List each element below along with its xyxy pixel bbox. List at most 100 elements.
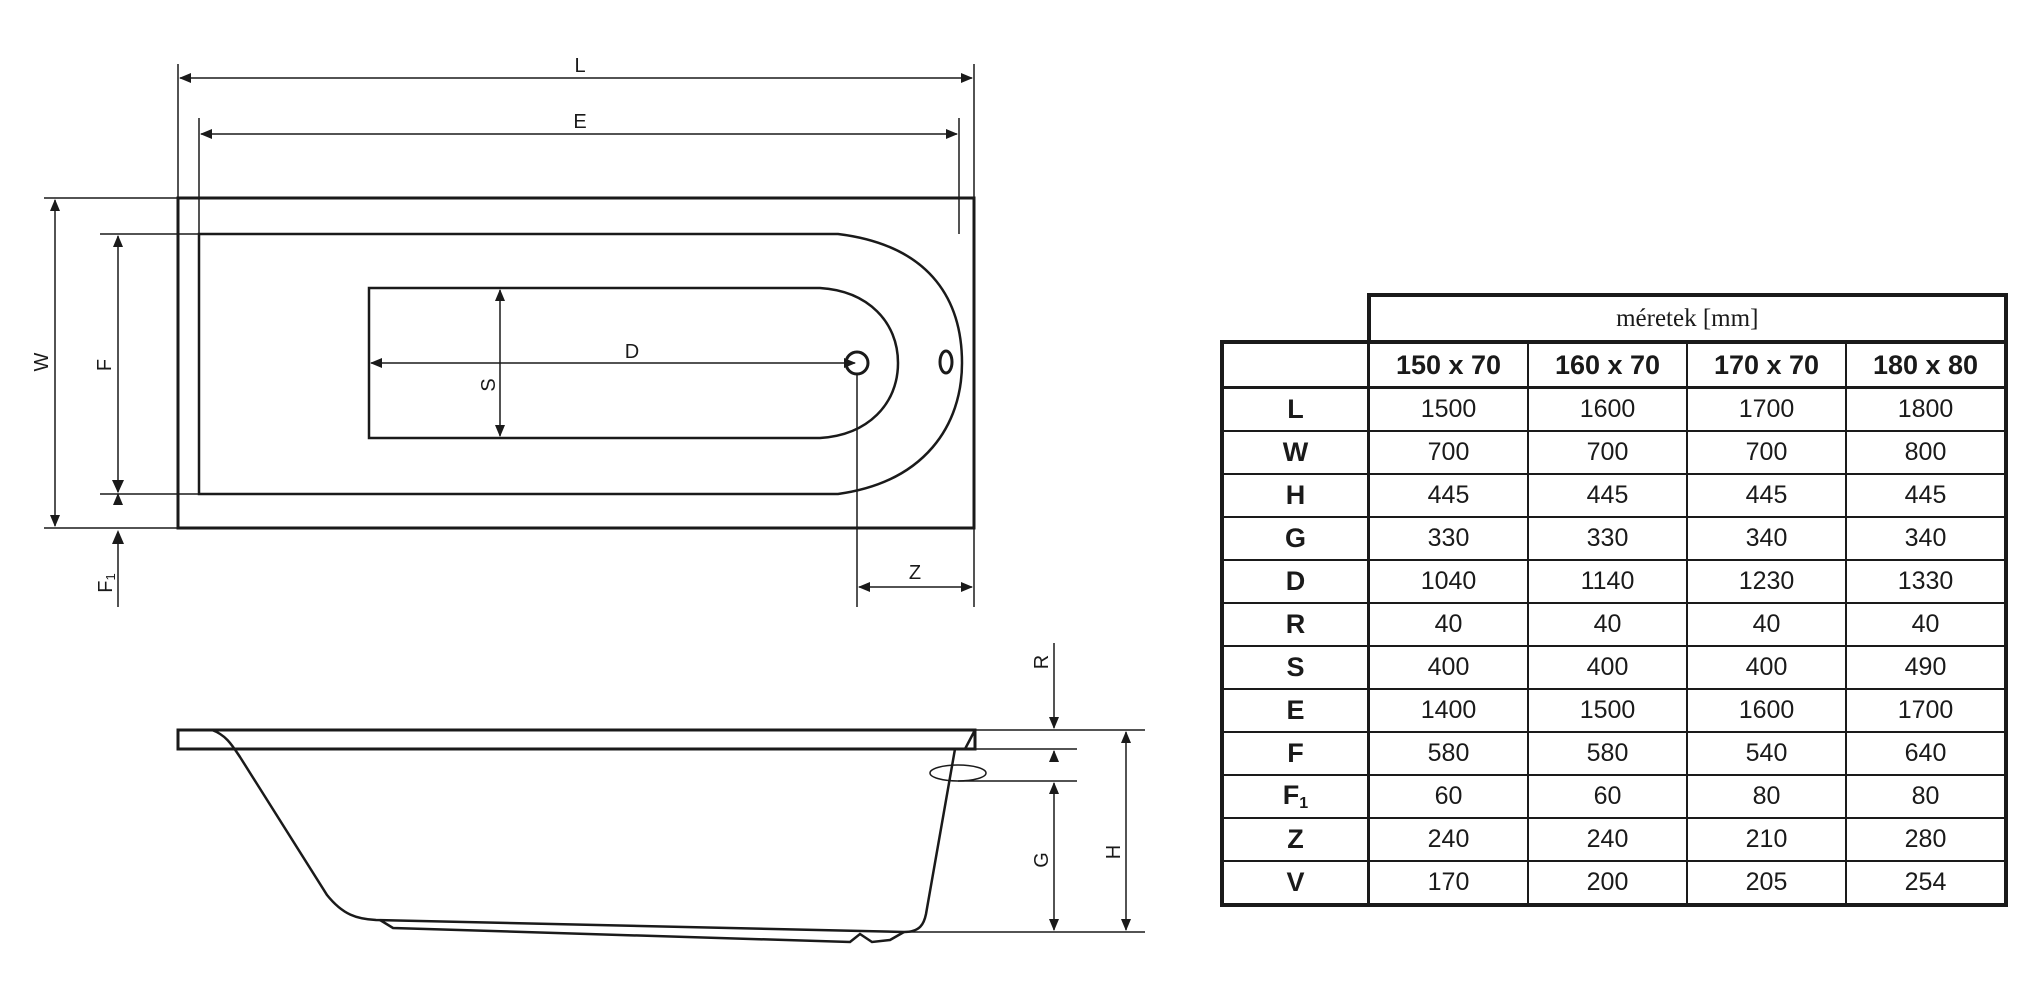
table-cell: 580 [1527,731,1688,776]
row-label: V [1220,860,1370,907]
tub-outer-rim [176,196,976,530]
table-cell: 330 [1367,516,1529,561]
size-header: 150 x 70 [1367,340,1529,389]
table-cell: 340 [1845,516,2008,561]
table-cell: 1230 [1686,559,1847,604]
label-D: D [625,341,639,363]
row-label: Z [1220,817,1370,862]
table-cell: 1600 [1686,688,1847,733]
label-F: F [94,359,116,371]
tub-inner-edge [197,232,964,496]
table-cell: 445 [1527,473,1688,518]
table-cell: 580 [1367,731,1529,776]
table-cell: 240 [1367,817,1529,862]
table-cell: 254 [1845,860,2008,907]
table-cell: 640 [1845,731,2008,776]
table-cell: 800 [1845,430,2008,475]
label-L: L [574,55,585,77]
table-cell: 40 [1845,602,2008,647]
table-cell: 1700 [1845,688,2008,733]
table-cell: 210 [1686,817,1847,862]
table-cell: 1800 [1845,386,2008,432]
row-label: L [1220,386,1370,432]
table-cell: 445 [1367,473,1529,518]
table-cell: 40 [1686,602,1847,647]
size-header: 160 x 70 [1527,340,1688,389]
table-caption-row: méretek [mm] [1222,293,2008,344]
table-caption: méretek [mm] [1366,293,2008,344]
side-tub-body [211,728,957,934]
table-cell: 700 [1686,430,1847,475]
top-view-dimensions [44,64,975,607]
table-cell: 400 [1686,645,1847,690]
tub-floor [367,286,900,440]
table-cell: 330 [1527,516,1688,561]
table-cell: 60 [1367,774,1529,819]
table-cell: 80 [1845,774,2008,819]
overflow-hole [938,349,954,375]
table-cell: 40 [1527,602,1688,647]
table-cell: 1500 [1367,386,1529,432]
row-label: R [1220,602,1370,647]
side-view [176,728,987,944]
table-cell: 80 [1686,774,1847,819]
label-R: R [1031,655,1053,669]
table-cell: 1500 [1527,688,1688,733]
label-G: G [1031,852,1053,868]
side-rim [176,728,977,751]
row-label: S [1220,645,1370,690]
dimensions-table: méretek [mm] 150 x 70 160 x 70 170 x 70 … [1220,293,2008,907]
label-F1: F1 [95,573,118,592]
table-cell: 205 [1686,860,1847,907]
table-cell: 1040 [1367,559,1529,604]
table-header-row: 150 x 70 160 x 70 170 x 70 180 x 80 [1220,340,2008,389]
label-Z: Z [909,562,921,584]
table-cell: 700 [1527,430,1688,475]
top-view [176,196,976,530]
table-cell: 340 [1686,516,1847,561]
table-cell: 400 [1367,645,1529,690]
table-cell: 280 [1845,817,2008,862]
table-cell: 700 [1367,430,1529,475]
row-label: H [1220,473,1370,518]
label-H: H [1103,845,1125,859]
table-cell: 1400 [1367,688,1529,733]
row-label: D [1220,559,1370,604]
header-corner-cell [1220,340,1370,389]
table-cell: 1330 [1845,559,2008,604]
side-view-dimensions [905,643,1145,933]
label-S: S [478,378,500,391]
table-cell: 1600 [1527,386,1688,432]
table-cell: 240 [1527,817,1688,862]
table-cell: 1700 [1686,386,1847,432]
row-label: F [1220,731,1370,776]
table-cell: 170 [1367,860,1529,907]
table-cell: 40 [1367,602,1529,647]
table-cell: 445 [1845,473,2008,518]
table-cell: 400 [1527,645,1688,690]
side-tub-base [379,918,905,944]
table-cell: 490 [1845,645,2008,690]
table-cell: 540 [1686,731,1847,776]
table-cell: 1140 [1527,559,1688,604]
bathtub-technical-drawing: L E W F F1 D S Z R G H [31,55,1145,944]
table-cell: 445 [1686,473,1847,518]
row-label: W [1220,430,1370,475]
size-header: 170 x 70 [1686,340,1847,389]
table-cell: 200 [1527,860,1688,907]
row-label: F1 [1220,774,1370,819]
side-overflow [929,764,987,782]
label-E: E [573,111,586,133]
